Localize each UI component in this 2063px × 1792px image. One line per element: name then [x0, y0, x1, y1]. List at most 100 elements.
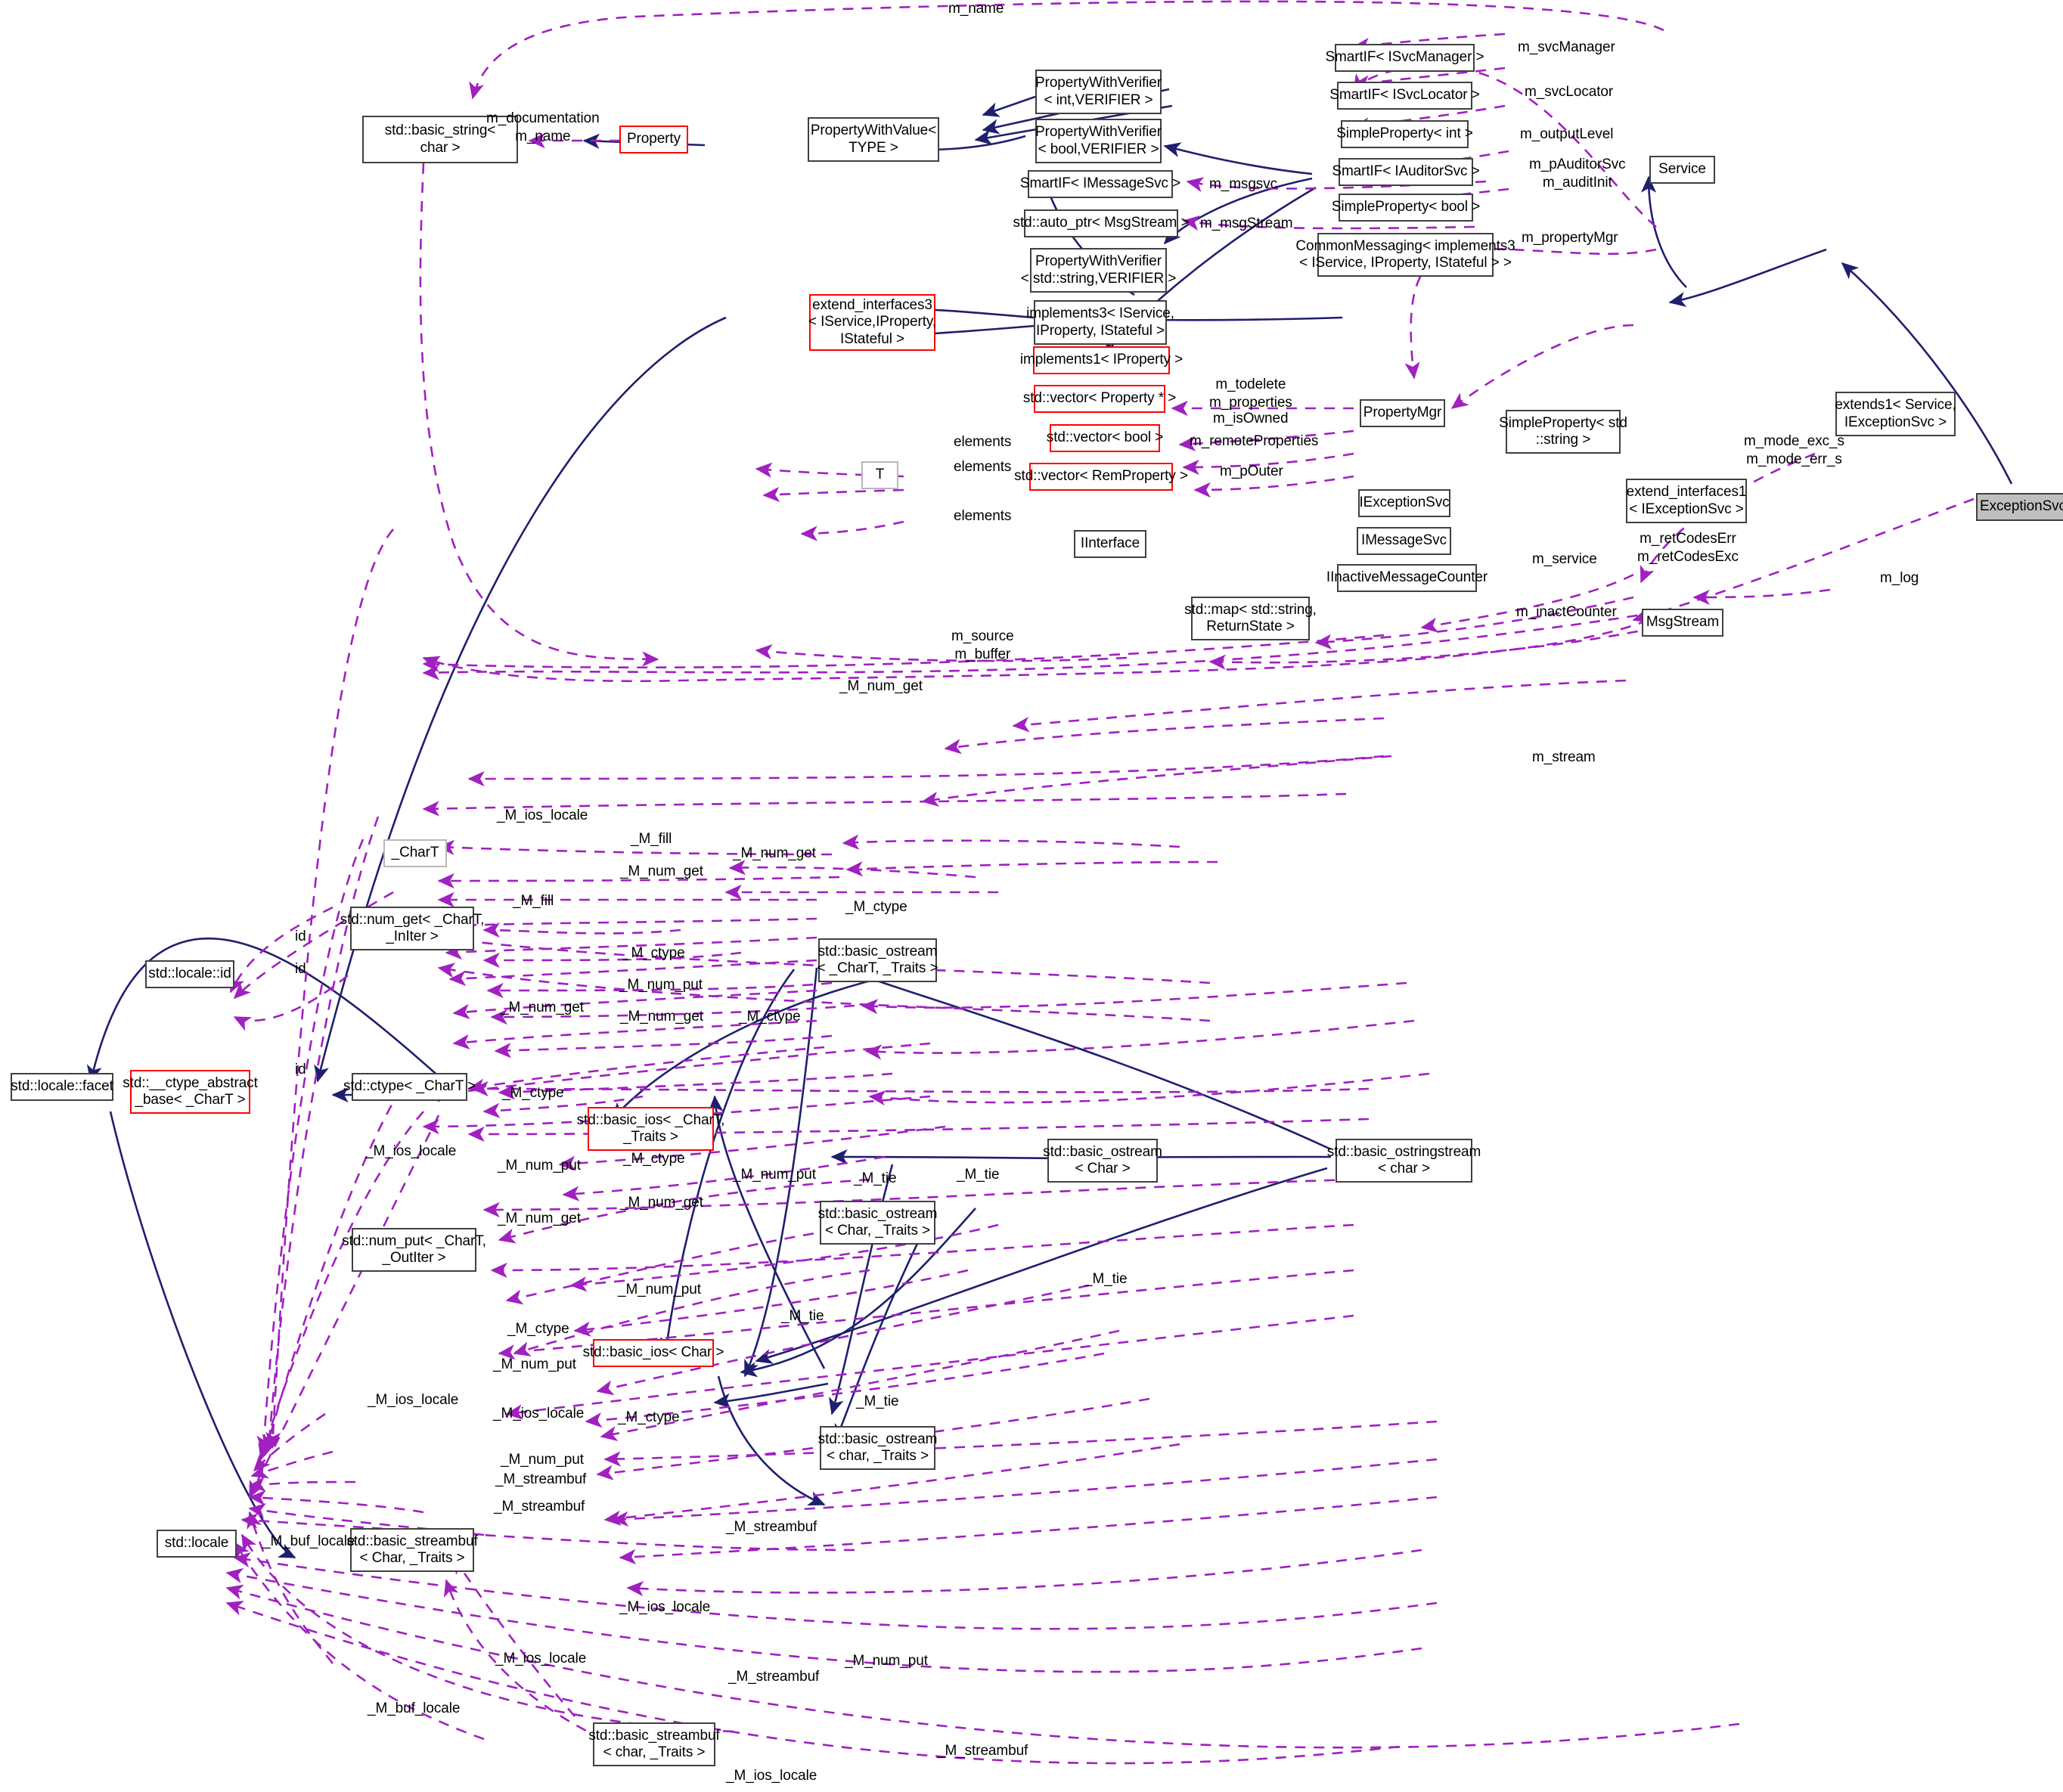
edge-label-l_m_ios_locale_2: _M_ios_locale [365, 1143, 457, 1159]
edge-label-l_m_tie_2: _M_tie [957, 1167, 1000, 1183]
edge-label-l_m_num_get_3: _M_num_get [620, 863, 703, 879]
class-node-smartif_isvclocator[interactable]: SmartIF< ISvcLocator > [1329, 82, 1480, 110]
edge-label-l_m_ctype_3: _M_ctype [739, 1009, 801, 1025]
edge-label-l_m_ios_locale_1: _M_ios_locale [497, 808, 588, 823]
class-node-imessagesvc[interactable]: IMessageSvc [1357, 527, 1451, 555]
class-node-chart_node[interactable]: _CharT [383, 839, 447, 867]
class-node-map_string_returnstate[interactable]: std::map< std::string, ReturnState > [1184, 597, 1317, 640]
class-node-locale_id[interactable]: std::locale::id [145, 960, 234, 988]
edge-label-l_m_tie_1: _M_tie [854, 1170, 897, 1186]
class-node-basic_ostream_Char[interactable]: std::basic_ostream < Char > [1043, 1139, 1162, 1183]
edge-label-l_m_propertymgr: m_propertyMgr [1522, 230, 1618, 246]
edge-label-l_m_source: m_source m_buffer [951, 628, 1014, 662]
class-node-iinactivemessagecounter[interactable]: IInactiveMessageCounter [1326, 564, 1488, 592]
class-node-propertymgr[interactable]: PropertyMgr [1360, 399, 1445, 427]
edge-label-l_m_num_put_4: _M_num_put [618, 1282, 701, 1297]
class-node-implements1_iproperty[interactable]: implements1< IProperty > [1020, 346, 1183, 374]
edge-label-l_m_num_put_3: _M_num_put [733, 1167, 816, 1183]
edge-label-l_m_buf_locale_2: _M_buf_locale [368, 1701, 461, 1716]
edge-label-l_m_stream: m_stream [1532, 749, 1596, 765]
class-node-basic_streambuf_Char[interactable]: std::basic_streambuf < Char, _Traits > [346, 1528, 478, 1572]
edge-label-l_m_mode_exc: m_mode_exc_s m_mode_err_s [1744, 433, 1844, 467]
class-node-basic_ios_chart[interactable]: std::basic_ios< _CharT, _Traits > [577, 1107, 724, 1151]
class-node-msgstream[interactable]: MsgStream [1642, 609, 1723, 637]
edge-label-l_m_ctype_6: _M_ctype [507, 1321, 569, 1337]
edge-label-l_m_ctype_4: _M_ctype [502, 1085, 564, 1101]
class-node-ctype_abstract_base[interactable]: std::__ctype_abstract _base< _CharT > [123, 1070, 258, 1114]
edge-label-l_m_num_put_6: _M_num_put [501, 1452, 584, 1468]
class-node-simpleproperty_string[interactable]: SimpleProperty< std ::string > [1499, 410, 1627, 454]
edge-label-l_m_pouter: m_pOuter [1220, 464, 1283, 479]
edge-label-l_m_buf_locale_1: _M_buf_locale [262, 1533, 355, 1549]
edge-label-l_m_isowned: m_isOwned [1213, 411, 1289, 426]
class-node-smartif_iauditorsvc[interactable]: SmartIF< IAuditorSvc > [1332, 158, 1480, 186]
class-node-pwv_int[interactable]: PropertyWithVerifier < int,VERIFIER > [1035, 70, 1162, 114]
class-node-basic_ostream_Char_Traits[interactable]: std::basic_ostream < Char, _Traits > [818, 1201, 937, 1245]
class-node-iexceptionsvc[interactable]: IExceptionSvc [1358, 489, 1450, 517]
class-node-ctype_chart[interactable]: std::ctype< _CharT > [343, 1073, 476, 1101]
class-node-iinterface[interactable]: IInterface [1074, 530, 1146, 558]
edge-label-l_m_outputlevel: m_outputLevel [1520, 126, 1614, 142]
edge-label-l_m_streambuf_3: _M_streambuf [726, 1519, 817, 1535]
edge-label-l_m_remoteprops: m_remoteProperties [1190, 433, 1319, 449]
edge-label-l_m_tie_5: _M_tie [856, 1394, 899, 1409]
edge-label-l_m_fill_2: _M_fill [513, 893, 554, 909]
edge-label-l_elements1: elements [954, 434, 1012, 450]
edge-label-l_m_tie_4: _M_tie [781, 1308, 824, 1324]
class-node-locale_facet[interactable]: std::locale::facet [11, 1073, 113, 1101]
class-node-property_with_value[interactable]: PropertyWithValue< TYPE > [808, 117, 939, 162]
edge-label-l_m_ctype_5: _M_ctype [623, 1151, 685, 1167]
class-node-smartif_isvcmanager[interactable]: SmartIF< ISvcManager > [1325, 44, 1484, 72]
class-node-vector_property_ptr[interactable]: std::vector< Property * > [1023, 385, 1176, 413]
edge-label-l_m_ctype_7: _M_ctype [618, 1409, 680, 1425]
class-node-extends1_service[interactable]: extends1< Service, IExceptionSvc > [1835, 392, 1956, 436]
edge-label-l_m_streambuf_2: _M_streambuf [494, 1499, 585, 1515]
edge-label-l_m_service: m_service [1532, 551, 1597, 567]
class-node-num_put_chart[interactable]: std::num_put< _CharT, _OutIter > [342, 1228, 486, 1272]
edge-label-l_m_ios_locale_7: _M_ios_locale [726, 1768, 817, 1784]
class-node-simpleproperty_bool[interactable]: SimpleProperty< bool > [1332, 194, 1480, 222]
class-node-vector_remproperty[interactable]: std::vector< RemProperty > [1014, 463, 1188, 491]
class-node-pwv_string[interactable]: PropertyWithVerifier < std::string,VERIF… [1021, 248, 1176, 293]
edge-label-l_m_msgsvc: m_msgsvc [1209, 176, 1277, 192]
class-node-locale[interactable]: std::locale [157, 1530, 237, 1558]
edge-label-l_m_num_get_6: _M_num_get [620, 1195, 703, 1211]
edge-label-l_m_streambuf_4: _M_streambuf [728, 1669, 820, 1685]
edge-label-l_m_num_put_1: _M_num_put [619, 977, 703, 993]
edge-label-l_m_num_get_4: _M_num_get [501, 1000, 584, 1015]
class-node-extend_interfaces3[interactable]: extend_interfaces3 < IService,IProperty,… [808, 294, 936, 351]
class-node-basic_ostream_chart[interactable]: std::basic_ostream < _CharT, _Traits > [817, 938, 938, 982]
class-node-vector_bool[interactable]: std::vector< bool > [1047, 424, 1163, 452]
class-node-exceptionsvc[interactable]: ExceptionSvc [1976, 493, 2063, 521]
class-node-basic_ios_Char[interactable]: std::basic_ios< Char > [583, 1339, 724, 1367]
edge-label-l_id_3: id [295, 1062, 306, 1077]
edge-label-l_m_num_get_2: _M_num_get [733, 845, 816, 861]
edge-label-l_m_inactcounter: m_inactCounter [1516, 604, 1617, 620]
edge-label-l_m_streambuf_1: _M_streambuf [495, 1471, 587, 1487]
edge-label-l_elements3: elements [954, 508, 1012, 524]
class-node-commonmessaging[interactable]: CommonMessaging< implements3 < IService,… [1295, 233, 1515, 277]
class-node-pwv_bool[interactable]: PropertyWithVerifier < bool,VERIFIER > [1035, 119, 1162, 163]
edge-label-l_elements2: elements [954, 459, 1012, 475]
edge-label-l_m_num_put_7: _M_num_put [845, 1653, 928, 1669]
class-node-autoptr_msgstream[interactable]: std::auto_ptr< MsgStream > [1013, 209, 1190, 237]
class-node-basic_streambuf_char[interactable]: std::basic_streambuf < char, _Traits > [588, 1722, 720, 1766]
class-node-basic_ostringstream[interactable]: std::basic_ostringstream < char > [1327, 1139, 1481, 1183]
class-node-basic_string_char[interactable]: std::basic_string< char > [362, 116, 518, 163]
edge-label-l_m_ios_locale_3: _M_ios_locale [368, 1392, 459, 1408]
edge-label-l_m_num_get_7: _M_num_get [498, 1211, 581, 1226]
class-node-basic_ostream_char_Traits[interactable]: std::basic_ostream < char, _Traits > [818, 1426, 937, 1470]
class-node-simpleproperty_int[interactable]: SimpleProperty< int > [1336, 120, 1473, 148]
edge-label-l_m_ctype_2: _M_ctype [623, 945, 685, 961]
edge-label-l_m_streambuf_5: _M_streambuf [937, 1743, 1028, 1759]
class-node-smartif_imessagesvc[interactable]: SmartIF< IMessageSvc > [1020, 170, 1180, 198]
edge-label-l_m_msgstream: m_msgStream [1200, 215, 1293, 231]
class-node-property[interactable]: Property [619, 126, 688, 153]
class-node-t_node[interactable]: T [861, 461, 898, 489]
edge-label-l_m_log: m_log [1880, 570, 1919, 586]
class-node-implements3[interactable]: implements3< IService, IProperty, IState… [1026, 300, 1174, 345]
class-node-extend_interfaces1[interactable]: extend_interfaces1 < IExceptionSvc > [1626, 479, 1747, 523]
class-node-num_get_chart[interactable]: std::num_get< _CharT, _InIter > [340, 907, 484, 950]
class-node-service[interactable]: Service [1649, 156, 1715, 184]
edge-label-l_m_retcodes: m_retCodesErr m_retCodesExc [1637, 531, 1739, 565]
